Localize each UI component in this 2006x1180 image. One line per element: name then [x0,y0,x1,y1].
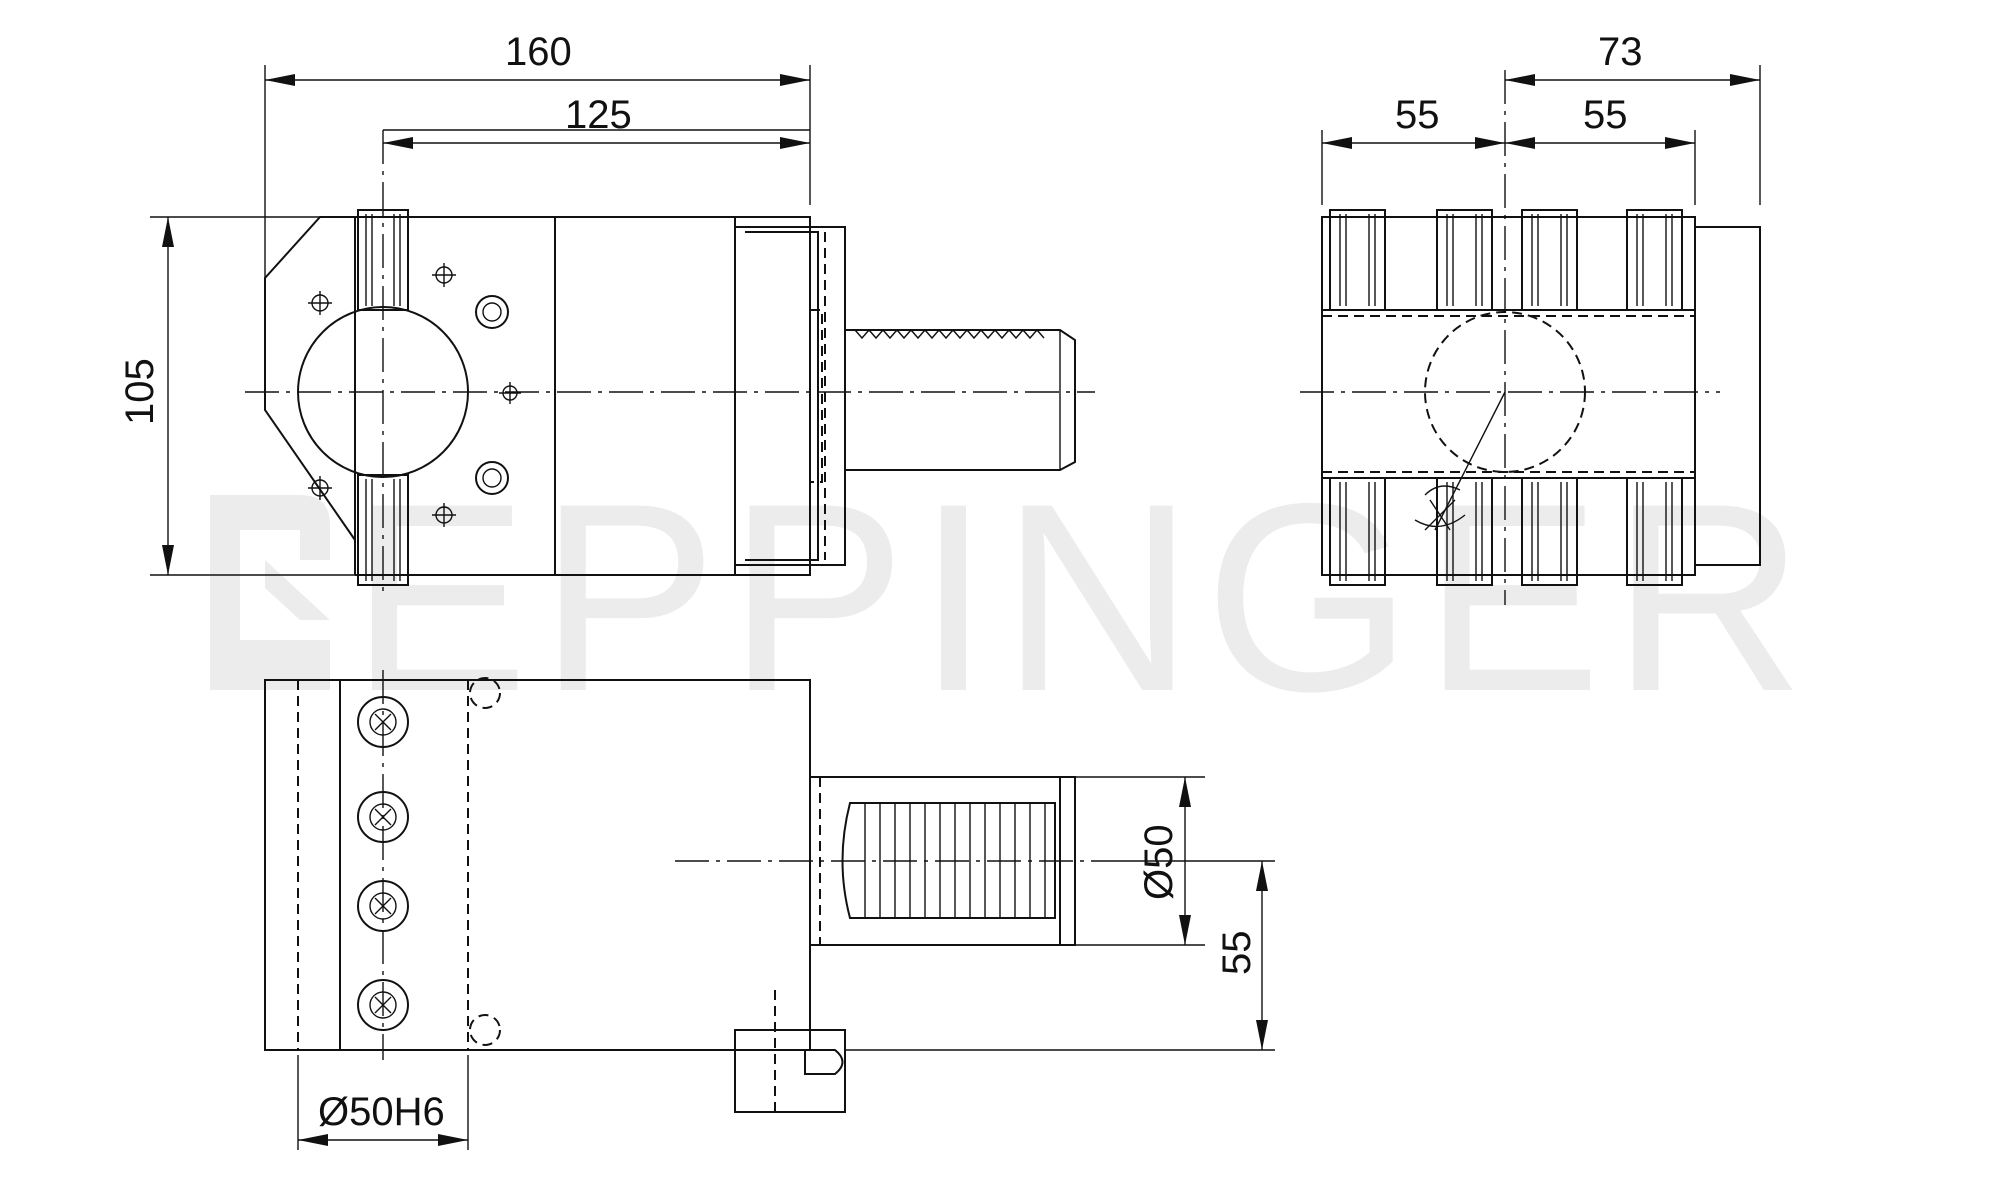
side-screws-bottom [1329,477,1683,586]
top-base-key [734,1029,846,1113]
top-view [264,670,1100,1113]
dim-105: 105 [118,358,162,425]
top-base-key-slot [804,1049,844,1075]
front-screw-top [357,209,409,311]
dim-73: 73 [1598,30,1643,74]
side-body-outline [1321,216,1696,576]
watermark-logo [210,495,330,690]
side-bore-radius [1434,391,1506,531]
front-shank-hidden [810,309,823,483]
top-hidden-pins [469,677,501,1046]
front-body-outline [264,216,356,544]
top-shank-outline [810,776,1076,946]
dim-d50h6: Ø50H6 [318,1090,445,1134]
dim-55-left: 55 [1395,93,1440,137]
side-shank-outline [1695,226,1761,566]
dim-160: 160 [505,30,572,74]
front-flange [734,226,846,566]
side-angle-mark [1414,485,1466,531]
front-body-block [355,216,811,576]
front-flange-inner [745,231,819,561]
side-dimensions: 73 55 55 [1321,30,1761,205]
front-small-holes [308,263,521,527]
watermark-text: EPPINGER [350,447,1815,747]
watermark: EPPINGER [210,447,1815,747]
top-dimensions: Ø50 55 Ø50H6 [297,776,1275,1150]
dim-55-right: 55 [1583,93,1628,137]
dim-d50: Ø50 [1137,824,1181,900]
front-dimensions: 160 125 105 [118,30,811,576]
front-view [245,130,1095,595]
front-shank [844,315,1076,480]
dim-55-vertical: 55 [1215,931,1259,976]
front-screw-bottom [357,474,409,586]
front-shank-thread [854,328,1045,340]
side-screws-top [1329,209,1683,311]
dim-125: 125 [565,93,632,137]
side-view [1300,70,1761,605]
top-shank-thread [841,802,1056,919]
